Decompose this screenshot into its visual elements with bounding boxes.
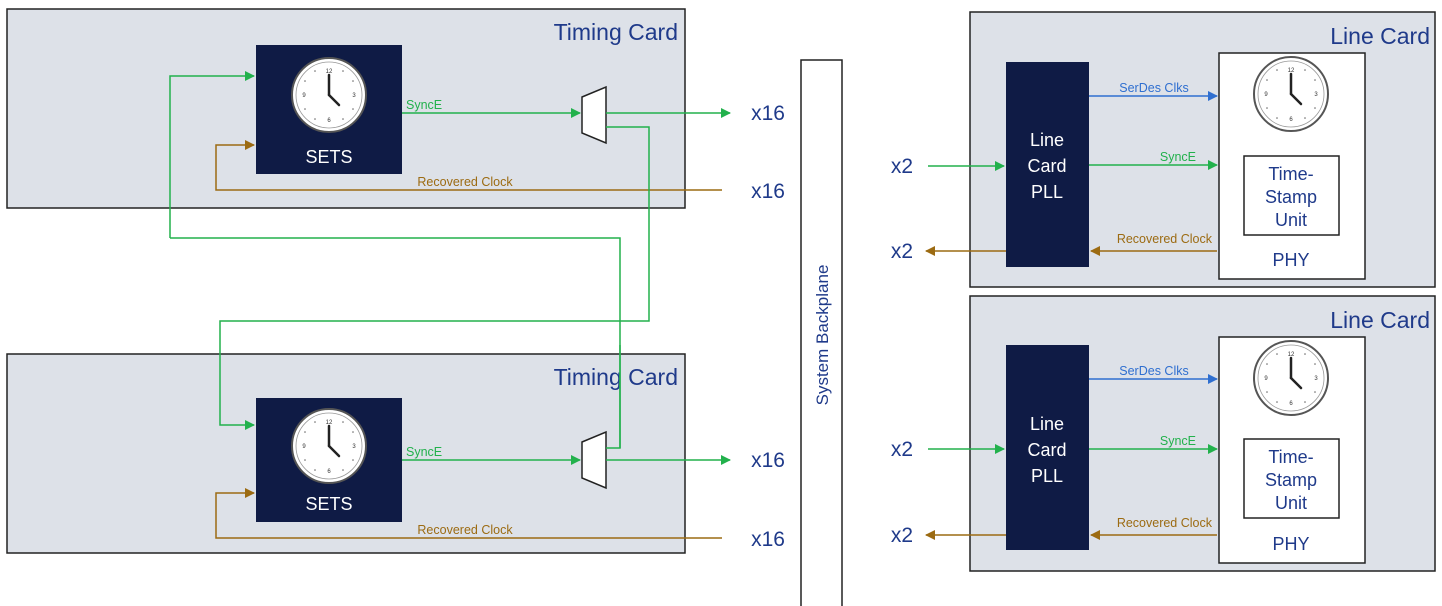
output-count: x16 (751, 449, 785, 472)
timestamp-unit-box (1243, 438, 1340, 519)
synce-label: SyncE (1160, 150, 1196, 164)
line-card-1: Line Card Line Card PLL Time- Stamp Unit… (891, 11, 1436, 288)
phy-block: Time- Stamp Unit PHY (1218, 336, 1366, 564)
timing-card-title: Timing Card (554, 364, 678, 390)
clock-icon (1252, 339, 1330, 417)
input-count: x2 (891, 438, 913, 461)
timing-card-1: Timing Card SETS SyncE Recovered Clock x… (6, 8, 785, 209)
cross-connect-top-run (170, 237, 621, 340)
multiplexer-icon (581, 85, 607, 145)
backplane-label: System Backplane (813, 265, 832, 406)
serdes-label: SerDes Clks (1119, 364, 1188, 378)
line-card-pll-block: Line Card PLL (1006, 345, 1089, 550)
tsu-label-line2: Stamp (1265, 470, 1317, 490)
pll-label-line3: PLL (1031, 182, 1063, 202)
line-card-2: Line Card Line Card PLL Time- Stamp Unit… (891, 295, 1436, 572)
output-count: x16 (751, 102, 785, 125)
synce-label: SyncE (1160, 434, 1196, 448)
cross-connect-line-up (169, 71, 255, 238)
phy-block: Time- Stamp Unit PHY (1218, 52, 1366, 280)
recovered-clock-line (215, 140, 722, 191)
recovered-clock-label: Recovered Clock (417, 523, 513, 537)
output-count: x2 (891, 524, 913, 547)
input-count: x16 (751, 180, 785, 203)
input-count: x16 (751, 528, 785, 551)
tsu-label-line3: Unit (1275, 493, 1307, 513)
clock-icon (290, 56, 368, 134)
multiplexer-icon (581, 430, 607, 490)
line-card-title: Line Card (1330, 23, 1430, 49)
line-card-pll-block: Line Card PLL (1006, 62, 1089, 267)
phy-label: PHY (1272, 534, 1309, 554)
sets-label: SETS (305, 147, 352, 167)
tsu-label-line2: Stamp (1265, 187, 1317, 207)
input-count: x2 (891, 155, 913, 178)
pll-label-line2: Card (1027, 156, 1066, 176)
tsu-label-line1: Time- (1268, 164, 1313, 184)
pll-label-line2: Card (1027, 440, 1066, 460)
recovered-clock-label: Recovered Clock (1117, 516, 1213, 530)
timing-card-title: Timing Card (554, 19, 678, 45)
pll-label-line1: Line (1030, 414, 1064, 434)
timing-card-2: Timing Card SETS SyncE Recovered Clock x… (6, 353, 785, 554)
synce-label: SyncE (406, 98, 442, 112)
tsu-label-line3: Unit (1275, 210, 1307, 230)
synce-label: SyncE (406, 445, 442, 459)
pll-label-line1: Line (1030, 130, 1064, 150)
line-card-title: Line Card (1330, 307, 1430, 333)
sets-label: SETS (305, 494, 352, 514)
recovered-clock-label: Recovered Clock (417, 175, 513, 189)
output-count: x2 (891, 240, 913, 263)
recovered-clock-line (215, 488, 722, 539)
pll-label-line3: PLL (1031, 466, 1063, 486)
serdes-label: SerDes Clks (1119, 81, 1188, 95)
timestamp-unit-box (1243, 155, 1340, 236)
clock-icon (1252, 55, 1330, 133)
tsu-label-line1: Time- (1268, 447, 1313, 467)
phy-label: PHY (1272, 250, 1309, 270)
sets-block: SETS (256, 45, 402, 174)
clock-icon (290, 407, 368, 485)
recovered-clock-label: Recovered Clock (1117, 232, 1213, 246)
sets-block: SETS (256, 398, 402, 522)
system-backplane: System Backplane (800, 59, 843, 606)
cross-connect-line-down (219, 126, 650, 430)
